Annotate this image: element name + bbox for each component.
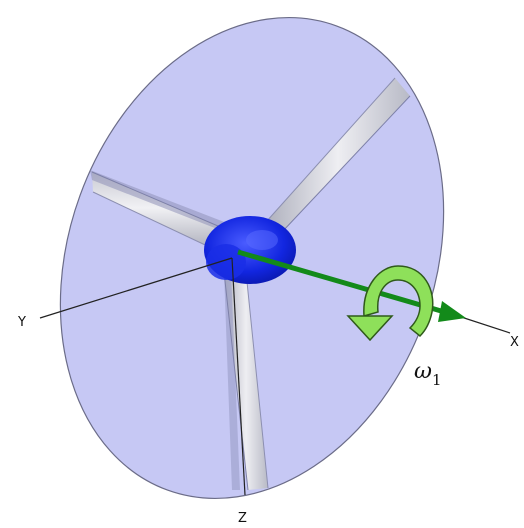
rotor-hub — [204, 216, 296, 284]
x-axis-label: X — [510, 335, 519, 350]
blade-lower — [223, 271, 269, 491]
y-axis-label: Y — [17, 315, 26, 330]
rotation-axis-arrow — [237, 249, 466, 322]
blade-upper-right — [265, 77, 411, 233]
z-axis-line — [231, 257, 246, 496]
rotation-direction-arrow — [346, 265, 434, 342]
angular-velocity-symbol: ω — [414, 359, 432, 384]
y-axis-line — [39, 257, 233, 319]
angular-velocity-subscript: 1 — [432, 371, 442, 389]
z-axis-label: Z — [238, 511, 247, 526]
blade-upper-left — [90, 170, 233, 253]
